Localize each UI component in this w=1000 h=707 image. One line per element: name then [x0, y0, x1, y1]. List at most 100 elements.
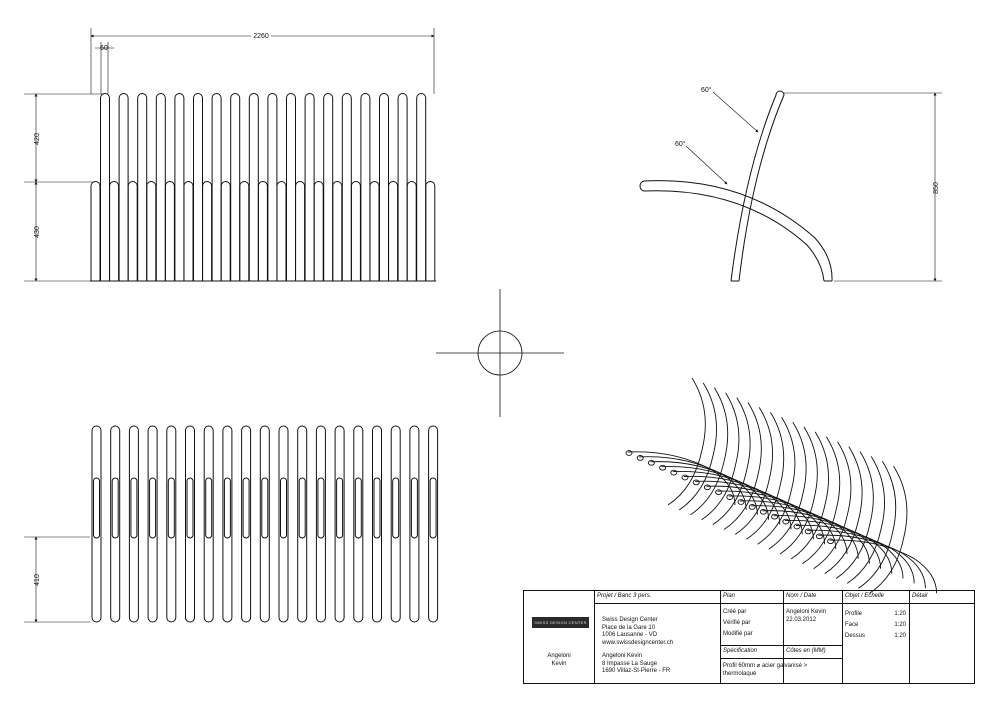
company-logo: SWISS DESIGN CENTER — [532, 617, 589, 628]
front-dimensions — [24, 28, 435, 282]
total-height-label: 850 — [933, 182, 940, 194]
top-tube — [334, 425, 345, 623]
iso-back-tube — [835, 451, 874, 579]
top-tube-inner — [336, 477, 344, 539]
top-tube-inner — [111, 477, 119, 539]
iso-tube-end — [715, 489, 723, 496]
iso-tube-end — [815, 533, 823, 540]
iso-back-tube — [846, 456, 885, 584]
top-tube-inner — [429, 477, 437, 539]
top-tube-inner — [373, 477, 381, 539]
side-profile-view — [639, 90, 833, 282]
author-name: Angeloni Kevin — [547, 653, 571, 667]
top-tube — [185, 425, 195, 623]
top-tube — [278, 425, 289, 623]
top-tube-inner — [242, 477, 250, 539]
seat-tube — [146, 181, 157, 281]
top-tube-inner — [410, 477, 418, 539]
seat-height-label: 430 — [34, 226, 41, 238]
top-tube-inner — [93, 477, 100, 539]
iso-tube-end — [827, 538, 835, 545]
top-tube-inner — [261, 477, 269, 539]
seat-tube — [350, 181, 361, 281]
seat-tube — [295, 181, 306, 281]
seat-tube — [127, 181, 138, 281]
overall-width-label: 2260 — [253, 33, 269, 40]
backrest-tube — [155, 93, 166, 281]
backrest-tube — [118, 93, 129, 281]
iso-back-tube — [746, 412, 785, 540]
iso-back-tube — [712, 397, 751, 525]
iso-back-tube — [869, 465, 908, 594]
top-tube — [203, 425, 214, 623]
nom-value: Angeloni Kevin 22.03.2012 — [786, 609, 827, 623]
iso-tube-end — [625, 450, 633, 456]
iso-back-tube — [667, 377, 706, 506]
backrest-tube — [341, 93, 352, 281]
backrest-tube — [100, 93, 110, 281]
backrest-tube — [416, 93, 427, 281]
backrest-tube — [304, 93, 315, 281]
backrest-tube — [174, 93, 185, 281]
author-address: Angeloni Kevin 8 Impasse La Sauge 1690 V… — [602, 653, 671, 674]
iso-tube-end — [692, 479, 700, 486]
top-tube — [259, 425, 270, 623]
iso-tube-end — [804, 528, 812, 535]
top-view — [91, 425, 439, 623]
top-tube — [91, 425, 102, 623]
iso-back-tube — [802, 436, 841, 565]
seat-tube — [239, 181, 250, 281]
top-tube-inner — [149, 477, 157, 539]
top-tube — [315, 425, 326, 623]
iso-back-tube — [678, 382, 717, 511]
backrest-tube — [193, 93, 203, 281]
top-tube — [110, 425, 121, 623]
objet-header: Objet / Echelle — [845, 593, 885, 599]
top-tube — [409, 425, 420, 623]
iso-back-tube — [723, 402, 762, 530]
seat-tube — [220, 181, 231, 281]
seat-tube — [332, 181, 343, 281]
iso-back-tube — [858, 461, 897, 589]
iso-tube-end — [681, 474, 689, 481]
iso-tube-end — [636, 455, 644, 461]
seat-tube — [425, 181, 436, 281]
nom-header: Nom / Date — [786, 593, 817, 599]
side-dimensions — [685, 91, 942, 282]
top-tube — [222, 425, 233, 623]
top-tube — [428, 425, 439, 623]
backrest-tube — [230, 93, 241, 281]
backrest-tube — [323, 93, 334, 281]
iso-back-tube — [790, 431, 829, 560]
specification-header: Spécification — [723, 648, 758, 654]
iso-tube-end — [737, 499, 745, 505]
seat-tube — [257, 181, 268, 281]
top-tube-inner — [186, 477, 194, 539]
back-height-label: 420 — [34, 133, 41, 145]
tube-diameter-label: 60 — [100, 45, 108, 52]
iso-back-tube — [757, 416, 796, 545]
seat-tube — [90, 181, 101, 281]
top-tube — [241, 425, 252, 623]
iso-tube-end — [726, 494, 734, 500]
iso-seat-tube — [818, 534, 926, 589]
iso-back-tube — [779, 426, 818, 555]
backrest-tube — [267, 93, 278, 281]
top-tube-inner — [392, 477, 400, 539]
plan-header: Plan — [723, 593, 736, 599]
angle-bottom-label: 60° — [675, 140, 686, 148]
iso-tube-end — [659, 464, 667, 471]
backrest-tube — [360, 93, 371, 281]
top-tube-inner — [205, 477, 213, 539]
plan-created: Créé par — [723, 609, 747, 615]
top-dimensions — [24, 536, 90, 623]
backrest-tube — [211, 93, 222, 281]
specification-text: Profil 60mm ⌀ acier galvanisé > thermola… — [723, 663, 808, 677]
center-crosshair-symbol — [436, 289, 564, 417]
backrest-tube — [397, 93, 408, 281]
iso-back-tube — [813, 441, 852, 570]
top-tube — [128, 425, 139, 623]
top-tube-inner — [130, 477, 138, 539]
top-tube-inner — [298, 477, 306, 539]
